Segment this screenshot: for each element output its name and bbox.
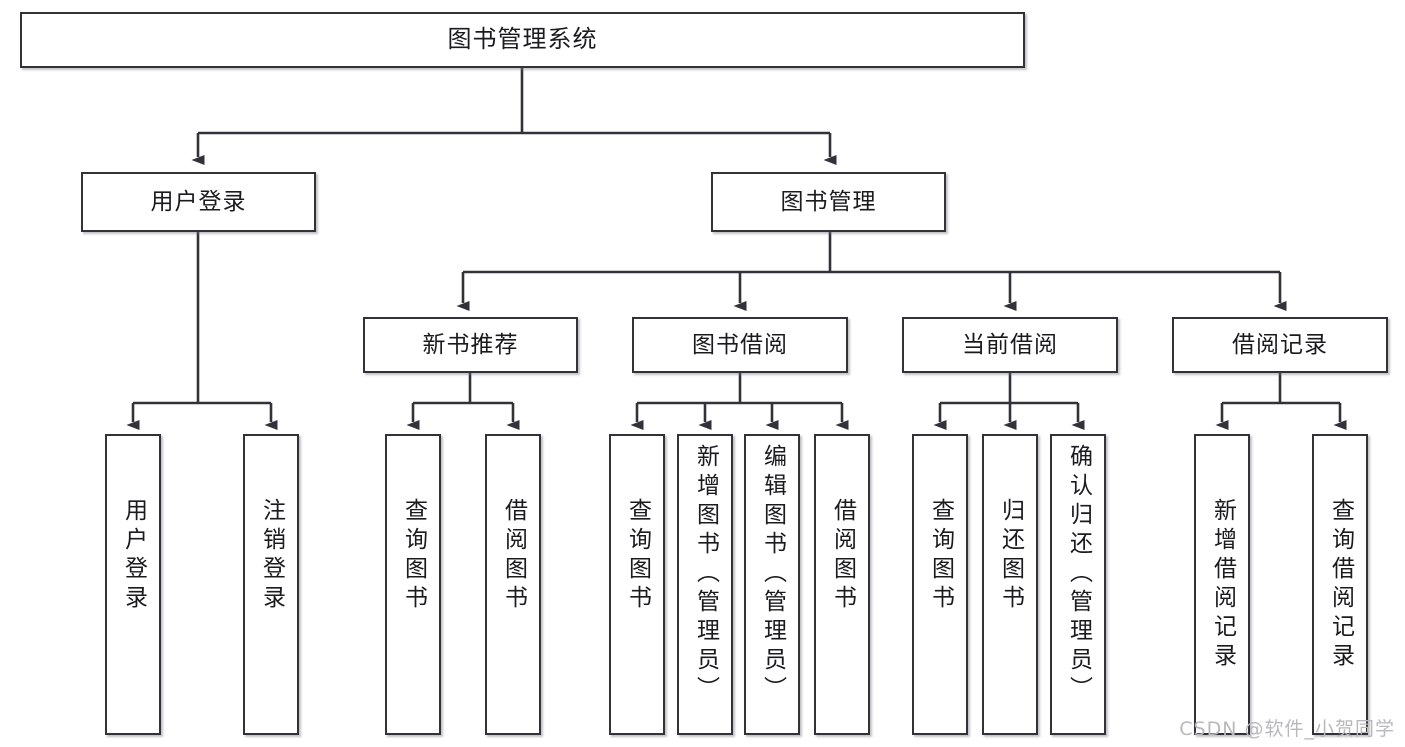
node-label: 注销登录 (258, 498, 285, 614)
watermark: CSDN @软件_小贺同学 (1179, 718, 1395, 740)
node-current-borrow[interactable]: 当前借阅 (902, 317, 1118, 373)
node-label: 查询借阅记录 (1327, 498, 1354, 672)
node-label: 新增图书（管理员） (692, 444, 719, 705)
leaf-query-book-recommend[interactable]: 查询图书 (385, 434, 441, 735)
node-book-borrow[interactable]: 图书借阅 (632, 317, 848, 373)
node-label: 查询图书 (624, 498, 651, 614)
node-label: 图书管理 (780, 188, 877, 215)
node-book-management[interactable]: 图书管理 (711, 172, 946, 232)
node-label: 用户登录 (150, 188, 247, 215)
node-borrow-record[interactable]: 借阅记录 (1172, 317, 1388, 373)
node-user-login[interactable]: 用户登录 (81, 172, 316, 232)
node-label: 查询图书 (927, 498, 954, 614)
leaf-add-borrow-record[interactable]: 新增借阅记录 (1194, 434, 1250, 735)
leaf-add-book-admin[interactable]: 新增图书（管理员） (677, 434, 733, 735)
node-label: 归还图书 (997, 498, 1024, 614)
leaf-query-borrow-record[interactable]: 查询借阅记录 (1312, 434, 1368, 735)
node-label: 确认归还（管理员） (1065, 444, 1092, 705)
leaf-user-login[interactable]: 用户登录 (105, 434, 161, 735)
leaf-logout[interactable]: 注销登录 (243, 434, 299, 735)
node-label: 借阅记录 (1232, 331, 1328, 358)
node-label: 借阅图书 (829, 498, 856, 614)
leaf-confirm-return-admin[interactable]: 确认归还（管理员） (1050, 434, 1106, 735)
node-root-system[interactable]: 图书管理系统 (20, 12, 1025, 68)
leaf-query-book-current[interactable]: 查询图书 (912, 434, 968, 735)
node-label: 查询图书 (400, 498, 427, 614)
node-label: 新书推荐 (422, 331, 519, 358)
node-label: 新增借阅记录 (1209, 498, 1236, 672)
node-label: 图书借阅 (692, 331, 788, 358)
node-new-book-recommend[interactable]: 新书推荐 (363, 317, 578, 373)
leaf-return-book[interactable]: 归还图书 (982, 434, 1038, 735)
node-label: 编辑图书（管理员） (759, 444, 786, 705)
node-label: 借阅图书 (500, 498, 527, 614)
node-label: 用户登录 (120, 498, 147, 614)
node-label: 当前借阅 (962, 331, 1058, 358)
node-label: 图书管理系统 (447, 25, 598, 54)
leaf-borrow-book[interactable]: 借阅图书 (814, 434, 870, 735)
leaf-edit-book-admin[interactable]: 编辑图书（管理员） (744, 434, 800, 735)
leaf-borrow-book-recommend[interactable]: 借阅图书 (485, 434, 541, 735)
leaf-query-book-borrow[interactable]: 查询图书 (609, 434, 665, 735)
